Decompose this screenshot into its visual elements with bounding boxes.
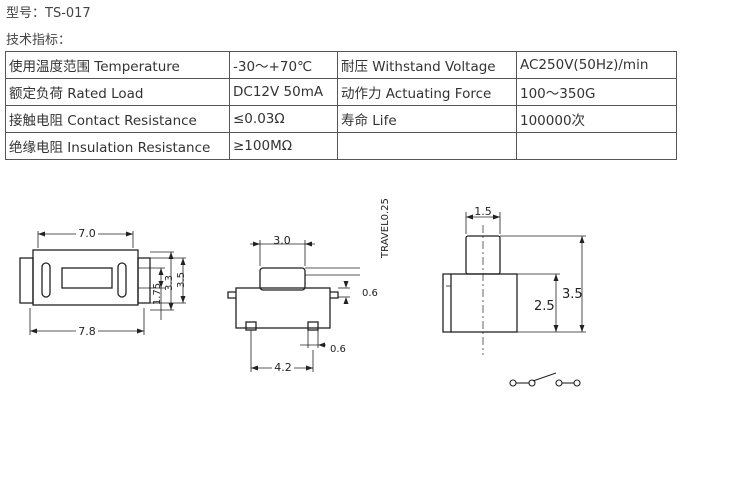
spec-value [516,132,677,160]
spec-label: 接触电阻 Contact Resistance [5,105,230,133]
front-view: 3.0 TRAVEL0.25 0.6 0.6 4.2 [227,198,391,375]
spec-label [337,132,517,160]
spec-value: 100～350G [516,78,677,106]
top-view: 7.0 7.8 1.75 3.3 3.5 [19,226,187,338]
switch-symbol-icon [509,372,581,387]
spec-value: DC12V 50mA [229,78,338,106]
specs-title: 技术指标： [6,33,72,48]
dim-front-pin-width: 0.6 [330,344,346,355]
dim-top-h-inner: 1.75 [152,283,163,305]
dim-front-button-width: 3.0 [273,234,291,247]
dim-front-terminal-h: 0.6 [362,288,378,299]
dim-top-width-bottom: 7.8 [78,325,96,338]
spec-label: 动作力 Actuating Force [337,78,517,106]
dim-side-button-width: 1.5 [474,205,492,218]
spec-label: 使用温度范围 Temperature [5,51,230,79]
dim-top-h-mid: 3.3 [164,275,175,291]
spec-label: 耐压 Withstand Voltage [337,51,517,79]
spec-value: ≤0.03Ω [229,105,338,133]
dim-top-h-outer: 3.5 [176,272,187,288]
dim-side-total-height: 3.5 [562,287,583,302]
spec-value: AC250V(50Hz)/min [516,51,677,79]
dim-side-body-height: 2.5 [534,299,555,314]
spec-table: 使用温度范围 Temperature -30～+70℃ 耐压 Withstand… [5,51,677,160]
table-row: 绝缘电阻 Insulation Resistance ≥100MΩ [5,132,677,160]
spec-value: ≥100MΩ [229,132,338,160]
model-number: 型号：TS-017 [6,6,91,21]
side-view: 1.5 2.5 3.5 [442,205,586,355]
spec-value: 100000次 [516,105,677,133]
table-row: 额定负荷 Rated Load DC12V 50mA 动作力 Actuating… [5,78,677,106]
spec-label: 额定负荷 Rated Load [5,78,230,106]
table-row: 接触电阻 Contact Resistance ≤0.03Ω 寿命 Life 1… [5,105,677,133]
spec-value: -30～+70℃ [229,51,338,79]
table-row: 使用温度范围 Temperature -30～+70℃ 耐压 Withstand… [5,51,677,79]
spec-label: 寿命 Life [337,105,517,133]
dim-front-travel: TRAVEL0.25 [380,198,391,259]
dim-front-pitch: 4.2 [274,361,292,374]
spec-label: 绝缘电阻 Insulation Resistance [5,132,230,160]
dimension-drawing: 7.0 7.8 1.75 3.3 3.5 [19,198,586,387]
dim-top-width-top: 7.0 [78,227,96,240]
